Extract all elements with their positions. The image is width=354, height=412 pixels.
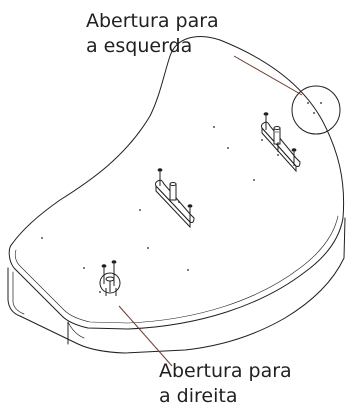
middle-bracket-screw-heads <box>157 168 193 208</box>
callout-left-label: Abertura para a esquerda <box>86 9 219 59</box>
left-opening-holes <box>307 102 322 114</box>
left-opening-circle <box>291 85 341 135</box>
pilot-holes <box>41 126 255 271</box>
right-bracket-assembly <box>261 121 301 173</box>
callout-left-leader <box>233 55 303 96</box>
middle-bracket-assembly <box>155 179 195 229</box>
right-bracket-screws <box>265 116 295 166</box>
callout-right-line2: a direita <box>159 385 238 407</box>
callout-right-leader <box>118 305 173 367</box>
callout-left-line1: Abertura para <box>86 10 219 32</box>
panel-top-edge-offset <box>14 215 339 324</box>
right-opening-hardware <box>99 264 121 296</box>
right-opening-screw-heads <box>99 260 117 293</box>
right-bracket-screw-heads <box>261 112 297 156</box>
callout-right-line1: Abertura para <box>159 360 292 382</box>
callout-left-line2: a esquerda <box>86 35 193 57</box>
panel-edge-lower-line <box>67 321 85 339</box>
panel-top-surface <box>8 36 345 330</box>
callout-right-label: Abertura para a direita <box>159 359 292 409</box>
middle-bracket-screws <box>159 172 191 222</box>
panel-edge-inner-line <box>12 271 25 315</box>
